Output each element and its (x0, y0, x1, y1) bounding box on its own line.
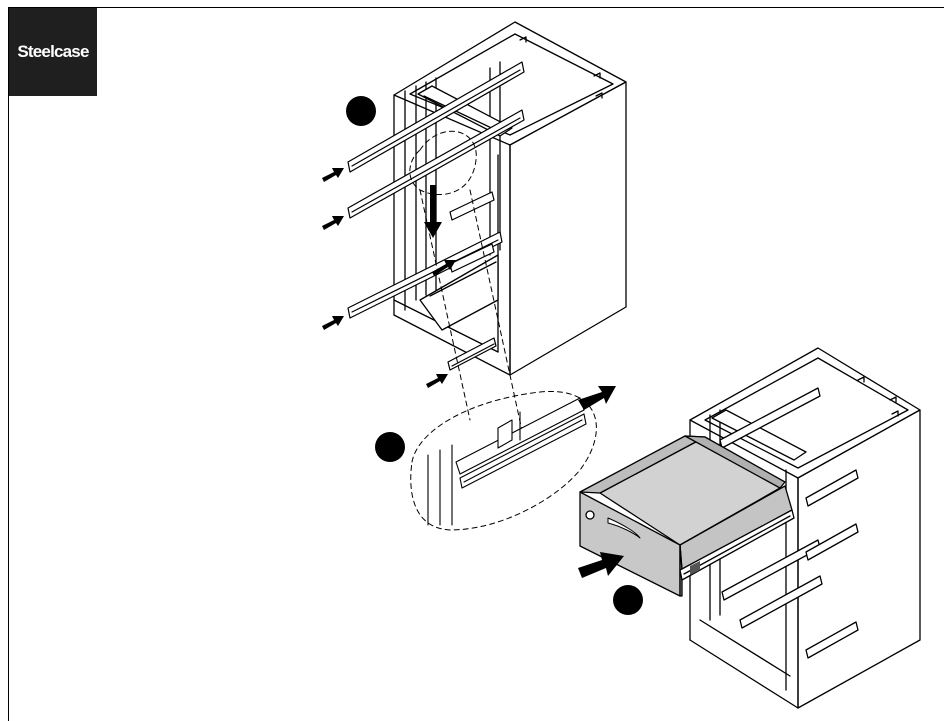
push-arrow-icon (578, 386, 616, 410)
step-2-marker (375, 432, 405, 462)
detail-zoom (428, 398, 586, 525)
down-arrow-icon (424, 185, 442, 238)
step-1-marker (346, 96, 376, 126)
step-3-marker (613, 585, 643, 615)
